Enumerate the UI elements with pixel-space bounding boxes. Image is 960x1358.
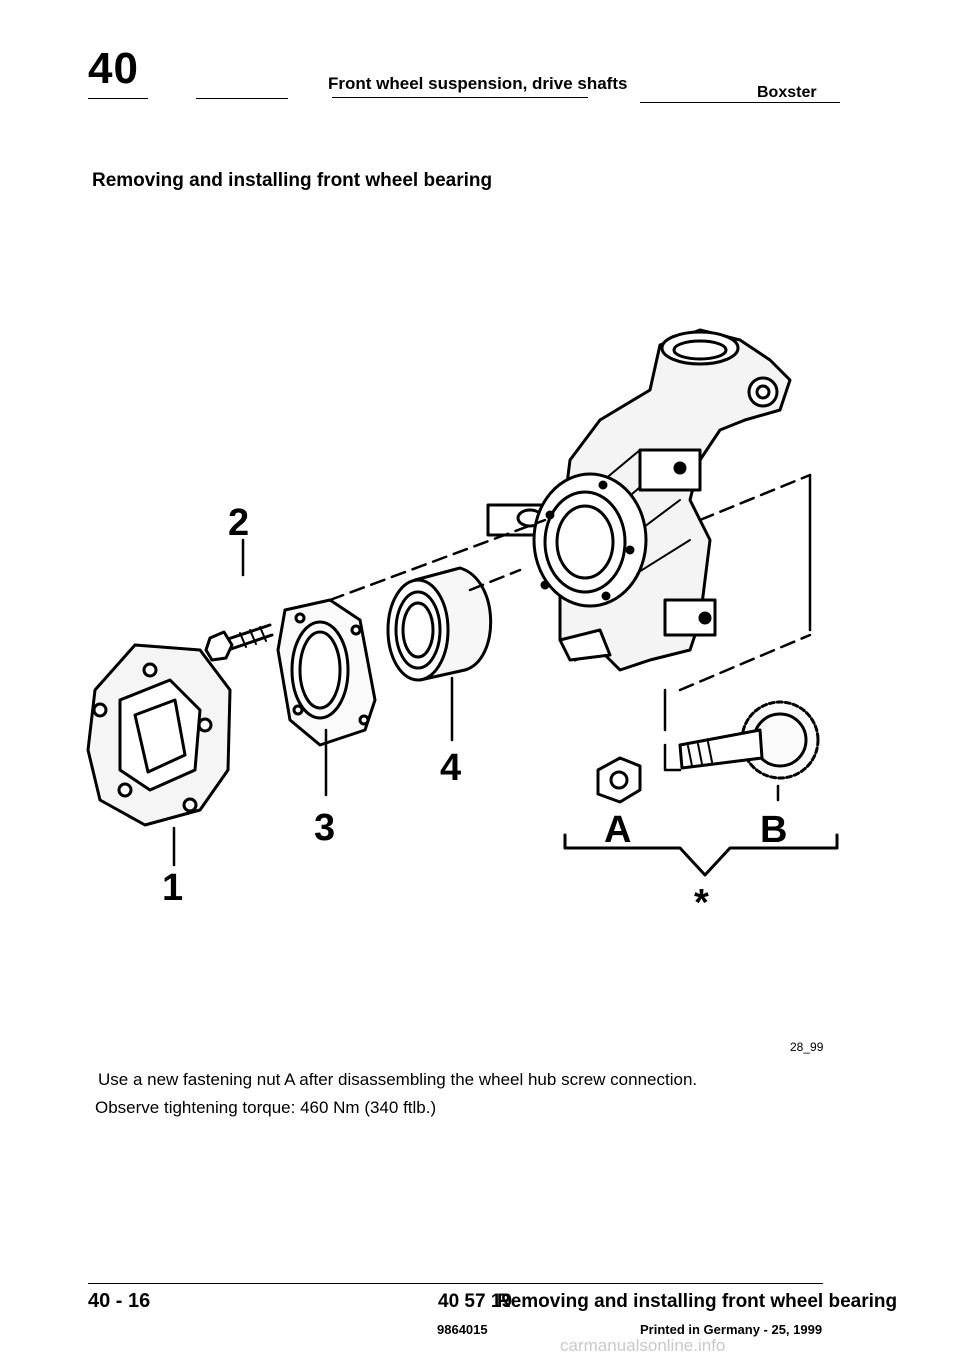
callout-1: 1 <box>162 867 183 909</box>
callout-4: 4 <box>440 747 461 789</box>
callout-asterisk: * <box>694 882 709 924</box>
figure-code: 28_99 <box>790 1040 824 1054</box>
wheel-hub <box>86 643 232 827</box>
note-torque: Observe tightening torque: 460 Nm (340 f… <box>95 1098 437 1117</box>
footer-title: Removing and installing front wheel bear… <box>497 1291 898 1312</box>
callout-B: B <box>760 809 787 851</box>
exploded-diagram: 2 4 3 1 A B * <box>86 328 839 924</box>
note-new-nut: Use a new fastening nut A after disassem… <box>98 1070 698 1089</box>
header-rule-title <box>332 97 588 98</box>
drive-shaft <box>678 700 820 780</box>
group-number: 40 <box>88 44 139 93</box>
section-title: Removing and installing front wheel bear… <box>92 170 493 191</box>
printed-info: Printed in Germany - 25, 1999 <box>640 1322 823 1337</box>
callout-A: A <box>604 809 631 851</box>
cover-plate <box>276 598 377 747</box>
callout-2: 2 <box>228 502 249 544</box>
header-model: Boxster <box>757 84 817 101</box>
header-rule-left <box>88 98 148 99</box>
bolt <box>204 623 274 662</box>
footer-code: 40 57 19 <box>438 1291 512 1312</box>
page-number: 40 - 16 <box>88 1290 151 1312</box>
header-rule-mid <box>196 98 288 99</box>
watermark: carmanualsonline.info <box>560 1336 726 1355</box>
part-number: 9864015 <box>437 1322 488 1337</box>
header-title: Front wheel suspension, drive shafts <box>328 74 628 93</box>
footer-rule <box>88 1283 823 1284</box>
callout-3: 3 <box>314 807 335 849</box>
steering-knuckle <box>486 328 792 672</box>
wheel-bearing <box>386 566 493 682</box>
header-rule-right <box>640 102 840 103</box>
fastening-nut <box>596 756 642 804</box>
